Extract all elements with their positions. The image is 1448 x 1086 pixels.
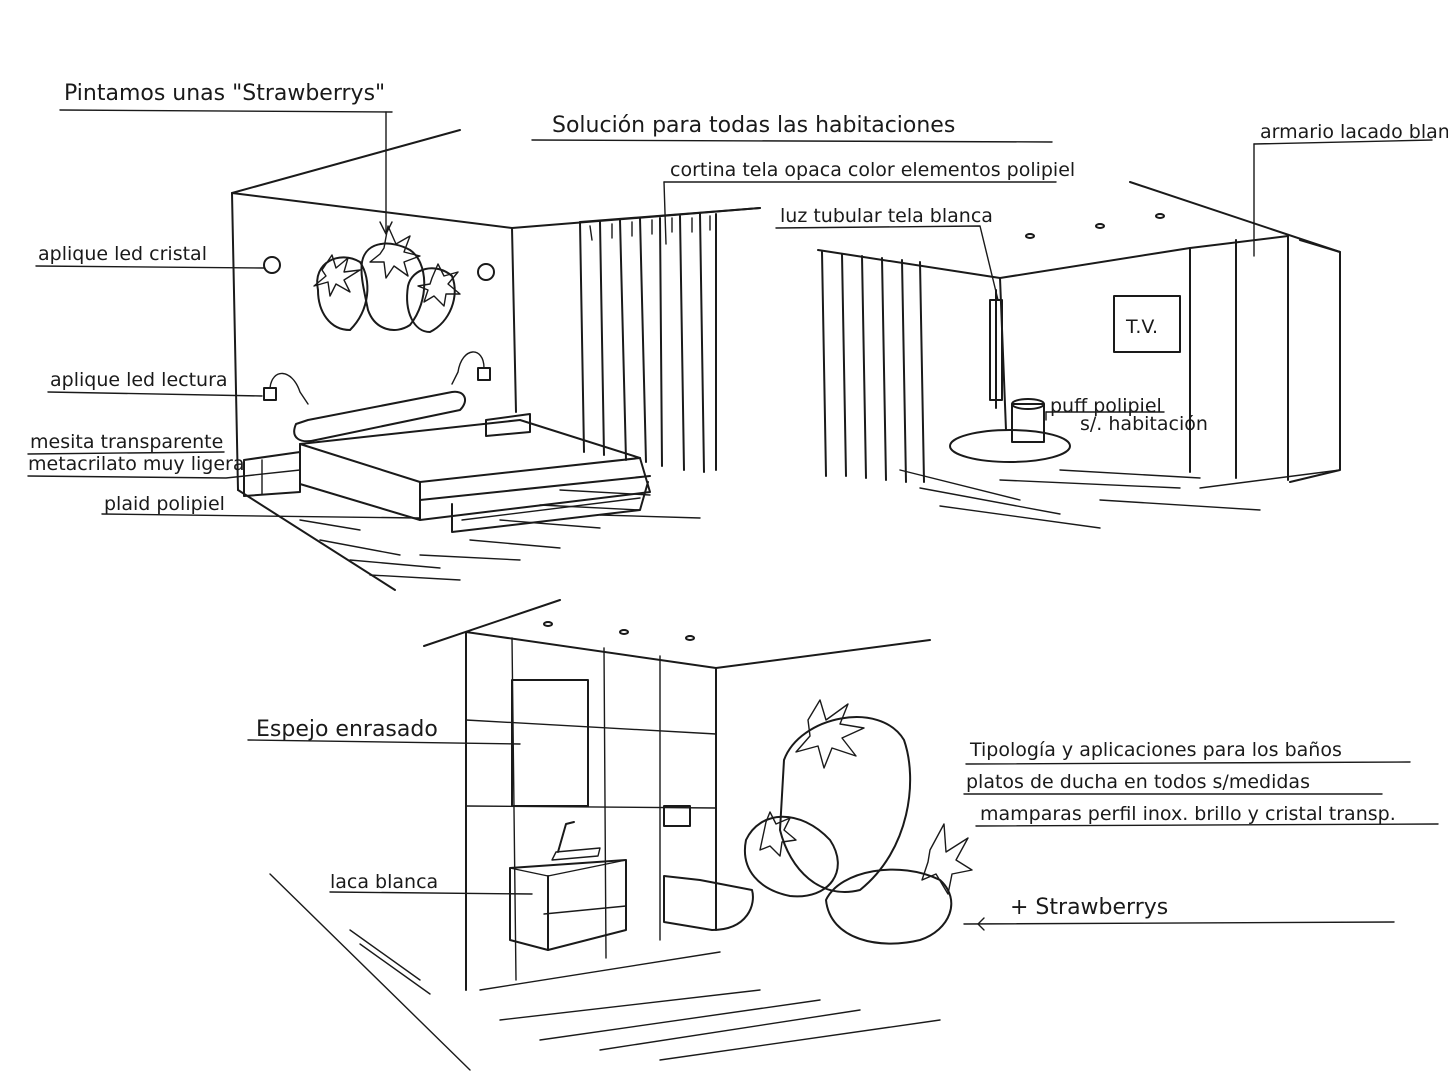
curtain xyxy=(579,207,761,473)
vanity-unit xyxy=(509,821,627,951)
label-nightstand-1: mesita transparente xyxy=(30,431,223,453)
room-view-right xyxy=(817,181,1341,529)
label-pouf-2: s/. habitación xyxy=(1080,413,1208,435)
label-white-lacquer: laca blanca xyxy=(330,871,438,893)
flush-mirror xyxy=(511,679,589,807)
tv-label: T.V. xyxy=(1125,316,1158,338)
reading-lamp xyxy=(263,351,491,405)
label-bath-typology: Tipología y aplicaciones para los baños xyxy=(969,739,1342,761)
label-throw: plaid polipiel xyxy=(104,493,225,515)
label-solution-rooms: Solución para todas las habitaciones xyxy=(552,113,955,138)
label-crystal-lamp: aplique led cristal xyxy=(38,243,207,265)
label-tubular-light: luz tubular tela blanca xyxy=(780,205,993,227)
bedroom-sketch xyxy=(231,129,761,591)
label-pouf-1: puff polipiel xyxy=(1050,395,1162,417)
label-curtain: cortina tela opaca color elementos polip… xyxy=(670,159,1075,181)
label-strawberry-paint: Pintamos unas "Strawberrys" xyxy=(64,81,385,106)
bathroom-sketch xyxy=(269,599,941,1071)
crystal-wall-lamp xyxy=(263,256,495,281)
flush-plate xyxy=(663,805,691,827)
label-nightstand-2: metacrilato muy ligera xyxy=(28,453,244,475)
bed xyxy=(293,390,651,533)
annotation-labels: Pintamos unas "Strawberrys" Solución par… xyxy=(28,81,1448,920)
bedside-table xyxy=(243,413,531,497)
label-screens: mamparas perfil inox. brillo y cristal t… xyxy=(980,803,1396,825)
strawberry-bath-art xyxy=(743,699,973,945)
label-wardrobe: armario lacado blanco xyxy=(1260,121,1448,143)
strawberry-wall-art xyxy=(313,111,461,333)
leader-lines xyxy=(27,109,1439,925)
label-plus-strawberrys: + Strawberrys xyxy=(1010,895,1168,920)
tv-screen xyxy=(1113,295,1181,353)
wall-toilet xyxy=(663,875,754,931)
label-reading-lamp: aplique led lectura xyxy=(50,369,228,391)
label-shower-trays: platos de ducha en todos s/medidas xyxy=(966,771,1310,793)
label-mirror: Espejo enrasado xyxy=(256,717,438,742)
arrow-icon xyxy=(977,917,985,931)
